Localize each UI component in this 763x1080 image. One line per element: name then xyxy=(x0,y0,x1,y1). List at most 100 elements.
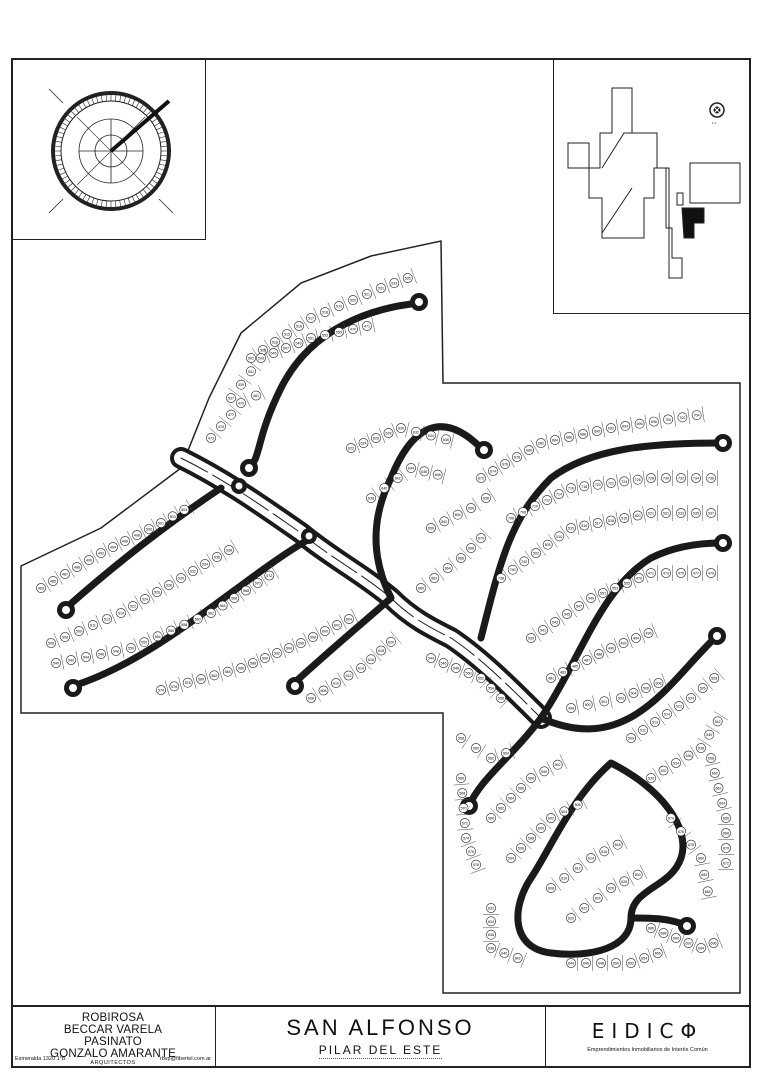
lot-divider xyxy=(716,933,723,949)
lot-divider xyxy=(447,557,458,571)
lot-marker xyxy=(610,583,620,593)
lot-marker xyxy=(264,570,275,581)
lot-marker xyxy=(539,766,550,777)
lot-divider xyxy=(678,831,692,842)
lot-divider xyxy=(150,518,159,534)
cul-de-sacs xyxy=(57,293,732,935)
lot-marker xyxy=(638,725,648,735)
lot-marker xyxy=(176,573,186,583)
lot-number: 541 xyxy=(248,370,254,374)
lot-marker xyxy=(612,839,623,850)
lot-marker xyxy=(683,938,694,948)
lot-marker xyxy=(691,568,701,578)
lot-divider xyxy=(593,588,601,603)
lot-marker xyxy=(622,578,632,588)
lot-marker xyxy=(542,495,552,505)
lot-divider xyxy=(258,572,268,587)
lot-divider xyxy=(453,783,470,786)
lot-marker xyxy=(248,658,258,668)
lot-divider xyxy=(507,947,514,963)
lot-divider xyxy=(631,727,642,742)
lot-divider xyxy=(643,719,654,734)
developer-logo: EIDICΦ xyxy=(546,1019,749,1043)
lot-marker xyxy=(36,583,46,593)
lot-number: 704 xyxy=(694,414,700,418)
lot-divider xyxy=(564,661,573,677)
lot-marker xyxy=(84,555,94,565)
lot-marker xyxy=(572,863,583,873)
lot-marker xyxy=(192,613,203,624)
architect-name: BECCAR VARELA xyxy=(63,1024,163,1036)
lot-marker xyxy=(706,473,716,483)
lot-number: 724 xyxy=(621,480,627,484)
lot-marker xyxy=(506,853,516,863)
lot-number: 642 xyxy=(395,477,401,481)
lot-number: 626 xyxy=(373,437,379,441)
lot-divider xyxy=(579,794,588,810)
lot-number: 584 xyxy=(508,797,514,801)
lot-marker xyxy=(164,580,174,590)
lot-divider xyxy=(559,430,564,447)
lot-divider xyxy=(90,549,99,564)
lot-marker xyxy=(691,473,701,483)
lot-number: 531 xyxy=(663,512,669,516)
lot-marker xyxy=(592,893,603,903)
lot-number: 634 xyxy=(488,920,494,924)
lot-marker xyxy=(463,668,474,678)
lot-marker xyxy=(429,573,440,583)
lot-marker xyxy=(721,858,731,868)
lot-number: 553 xyxy=(322,334,328,338)
lot-divider xyxy=(146,632,154,647)
lot-divider xyxy=(713,667,725,680)
lot-marker xyxy=(697,683,708,693)
lot-number: 668 xyxy=(723,832,729,836)
lot-number: 614 xyxy=(588,857,594,861)
lot-divider xyxy=(390,631,402,644)
lot-number: 702 xyxy=(679,416,685,420)
lot-number: 656 xyxy=(468,507,474,511)
lot-marker xyxy=(658,928,669,938)
lot-divider xyxy=(338,614,347,630)
lot-divider xyxy=(204,669,210,686)
lot-number: 598 xyxy=(528,837,534,841)
lot-number: 598 xyxy=(310,636,316,640)
lot-marker xyxy=(246,353,256,363)
lot-divider xyxy=(242,392,251,408)
lot-number: 658 xyxy=(483,497,489,501)
lot-number: 694 xyxy=(622,424,628,428)
lot-marker xyxy=(518,507,528,517)
lot-number: 652 xyxy=(441,520,447,524)
lot-divider xyxy=(380,640,392,653)
lot-divider xyxy=(434,567,445,581)
lot-number: 716 xyxy=(568,487,574,491)
lot-marker xyxy=(721,843,731,853)
lot-number: 570 xyxy=(461,807,467,811)
lot-divider xyxy=(600,643,609,659)
lot-number: 554 xyxy=(155,635,161,639)
lot-marker xyxy=(260,653,270,663)
lot-divider xyxy=(391,423,398,439)
lot-marker xyxy=(284,643,294,653)
lot-marker xyxy=(632,869,643,880)
lot-marker xyxy=(632,474,643,485)
lot-number: 594 xyxy=(286,647,292,651)
lot-marker xyxy=(196,674,206,684)
lot-marker xyxy=(646,568,656,578)
lot-marker xyxy=(582,655,592,665)
lot-number: 646 xyxy=(583,962,589,966)
lot-marker xyxy=(188,566,198,576)
lot-number: 536 xyxy=(686,754,692,758)
lot-divider xyxy=(634,953,641,969)
lot-divider xyxy=(120,641,125,658)
lot-divider xyxy=(677,752,686,767)
lot-marker xyxy=(320,330,330,340)
lot-divider xyxy=(160,626,168,642)
lot-marker xyxy=(362,289,372,299)
lot-divider xyxy=(191,673,197,689)
lot-marker xyxy=(606,515,616,526)
lot-divider xyxy=(75,650,80,667)
lot-number: 732 xyxy=(678,477,684,481)
lot-divider xyxy=(602,513,606,530)
lot-marker xyxy=(371,433,381,443)
lot-marker xyxy=(619,513,630,523)
